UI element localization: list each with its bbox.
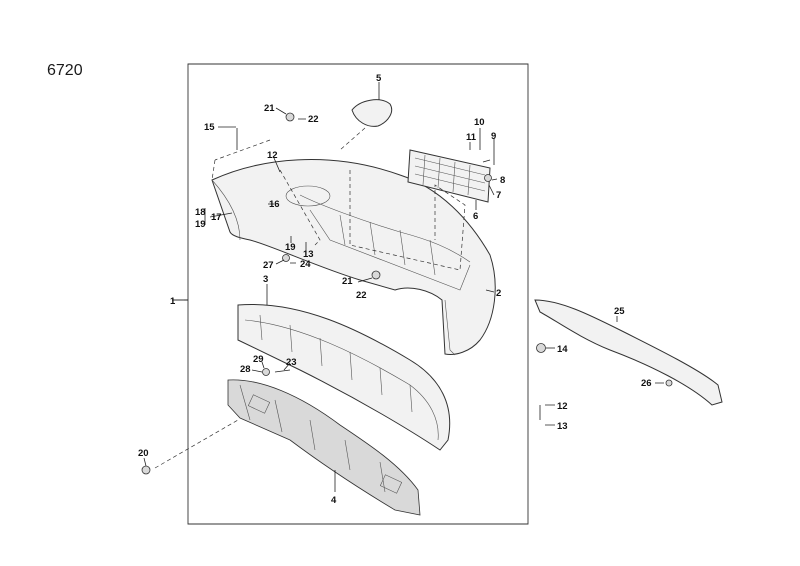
reinforcement-beam [227, 379, 421, 516]
callout-12: 12 [267, 150, 278, 161]
callout-2: 2 [496, 288, 501, 299]
callout-12-lower: 12 [557, 401, 568, 412]
bolt-icon [236, 128, 541, 420]
energy-absorber [237, 303, 451, 451]
callout-9: 9 [491, 131, 496, 142]
callout-19: 19 [195, 219, 206, 230]
nut-icon [141, 465, 151, 475]
nut-icon [484, 174, 492, 182]
callout-4: 4 [331, 495, 337, 506]
callout-5: 5 [376, 73, 382, 84]
callout-13-lower: 13 [557, 421, 568, 432]
callout-23: 23 [286, 357, 297, 368]
callout-28: 28 [240, 364, 251, 375]
callout-8: 8 [500, 175, 505, 186]
callout-16: 16 [269, 199, 280, 210]
nut-icon [665, 379, 673, 387]
callout-labels: 1 2 3 4 5 6 7 8 9 10 11 12 13 14 15 16 1… [138, 73, 652, 506]
callout-14: 14 [557, 344, 568, 355]
callout-6: 6 [473, 211, 478, 222]
page-number: 6720 [47, 62, 83, 79]
side-retainer [534, 299, 723, 406]
callout-10: 10 [474, 117, 485, 128]
callout-21-lower: 21 [342, 276, 353, 287]
callout-15: 15 [204, 122, 215, 133]
nut-icon [285, 112, 295, 122]
callout-22: 22 [308, 114, 319, 125]
leader-lines [143, 82, 664, 492]
lower-grille [407, 149, 491, 203]
callout-18: 18 [195, 207, 206, 218]
assembly-lines [154, 127, 466, 469]
callout-17: 17 [211, 212, 222, 223]
callout-21: 21 [264, 103, 275, 114]
callout-22-lower: 22 [356, 290, 367, 301]
nut-icon [371, 270, 381, 280]
callout-26: 26 [641, 378, 652, 389]
fastener-icons [141, 112, 673, 475]
callout-1: 1 [170, 296, 176, 307]
callout-29: 29 [253, 354, 264, 365]
callout-19-lower: 19 [285, 242, 296, 253]
nut-icon [262, 368, 270, 376]
callout-3: 3 [263, 274, 268, 285]
nut-icon [282, 254, 290, 262]
callout-7: 7 [496, 190, 501, 201]
callout-24: 24 [300, 259, 311, 270]
callout-20: 20 [138, 448, 149, 459]
callout-13: 13 [303, 249, 314, 260]
nut-icon [536, 343, 546, 353]
bumper-cover [211, 159, 496, 356]
tow-hook-cover [351, 99, 393, 127]
callout-11: 11 [466, 132, 477, 143]
callout-27: 27 [263, 260, 274, 271]
callout-25: 25 [614, 306, 625, 317]
